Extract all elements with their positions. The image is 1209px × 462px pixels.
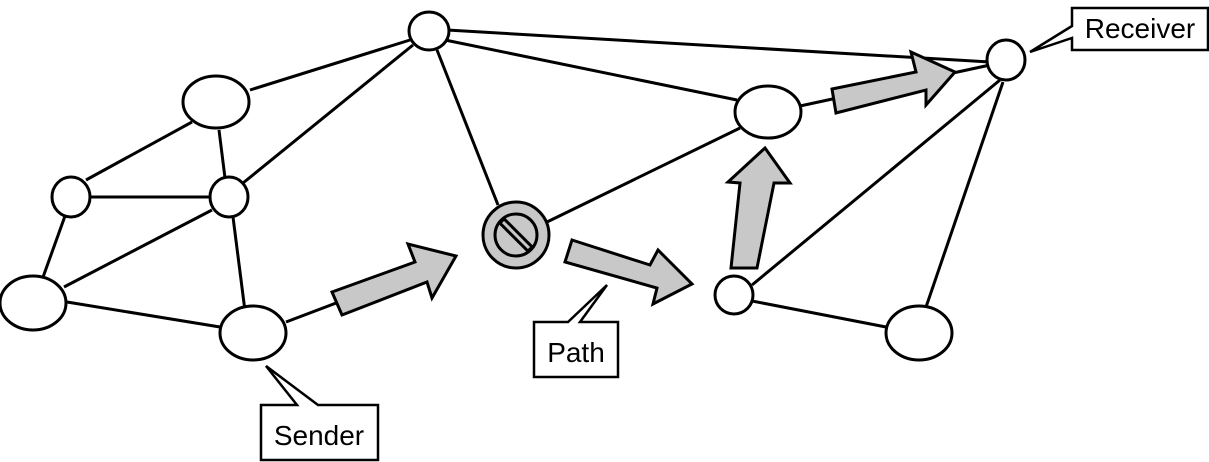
node <box>884 304 954 362</box>
edge <box>66 300 221 329</box>
node <box>50 175 92 219</box>
edge <box>85 120 193 182</box>
edge <box>217 129 227 179</box>
edge <box>751 78 1001 287</box>
node <box>0 274 68 332</box>
node <box>713 274 755 316</box>
arrow-right-icon <box>830 49 958 115</box>
edge <box>923 81 1005 311</box>
arrow-up-icon <box>724 145 793 270</box>
edge <box>242 43 414 185</box>
network-edges <box>40 28 1005 329</box>
receiver-node <box>985 38 1027 82</box>
node <box>407 10 451 52</box>
node <box>181 74 251 130</box>
sender-label: Sender <box>274 420 364 451</box>
arrow-right-icon <box>563 238 695 307</box>
network-nodes <box>0 10 1027 362</box>
edge <box>40 215 67 281</box>
sender-node <box>218 304 288 362</box>
sender-callout: Sender <box>259 365 380 462</box>
arrow-right-icon <box>329 241 459 317</box>
node <box>208 175 250 219</box>
edge <box>249 38 411 92</box>
edge <box>444 38 738 102</box>
prohibited-icon <box>481 200 551 270</box>
path-label: Path <box>547 337 605 368</box>
receiver-callout: Receiver <box>1029 6 1209 54</box>
receiver-label: Receiver <box>1085 13 1195 44</box>
edge <box>63 208 213 289</box>
node <box>733 84 803 140</box>
edge <box>231 216 247 312</box>
edge <box>751 299 887 329</box>
path-callout: Path <box>532 284 620 379</box>
edge <box>446 28 991 64</box>
path-arrows <box>329 49 958 317</box>
edge <box>546 126 741 224</box>
edge <box>435 49 500 206</box>
